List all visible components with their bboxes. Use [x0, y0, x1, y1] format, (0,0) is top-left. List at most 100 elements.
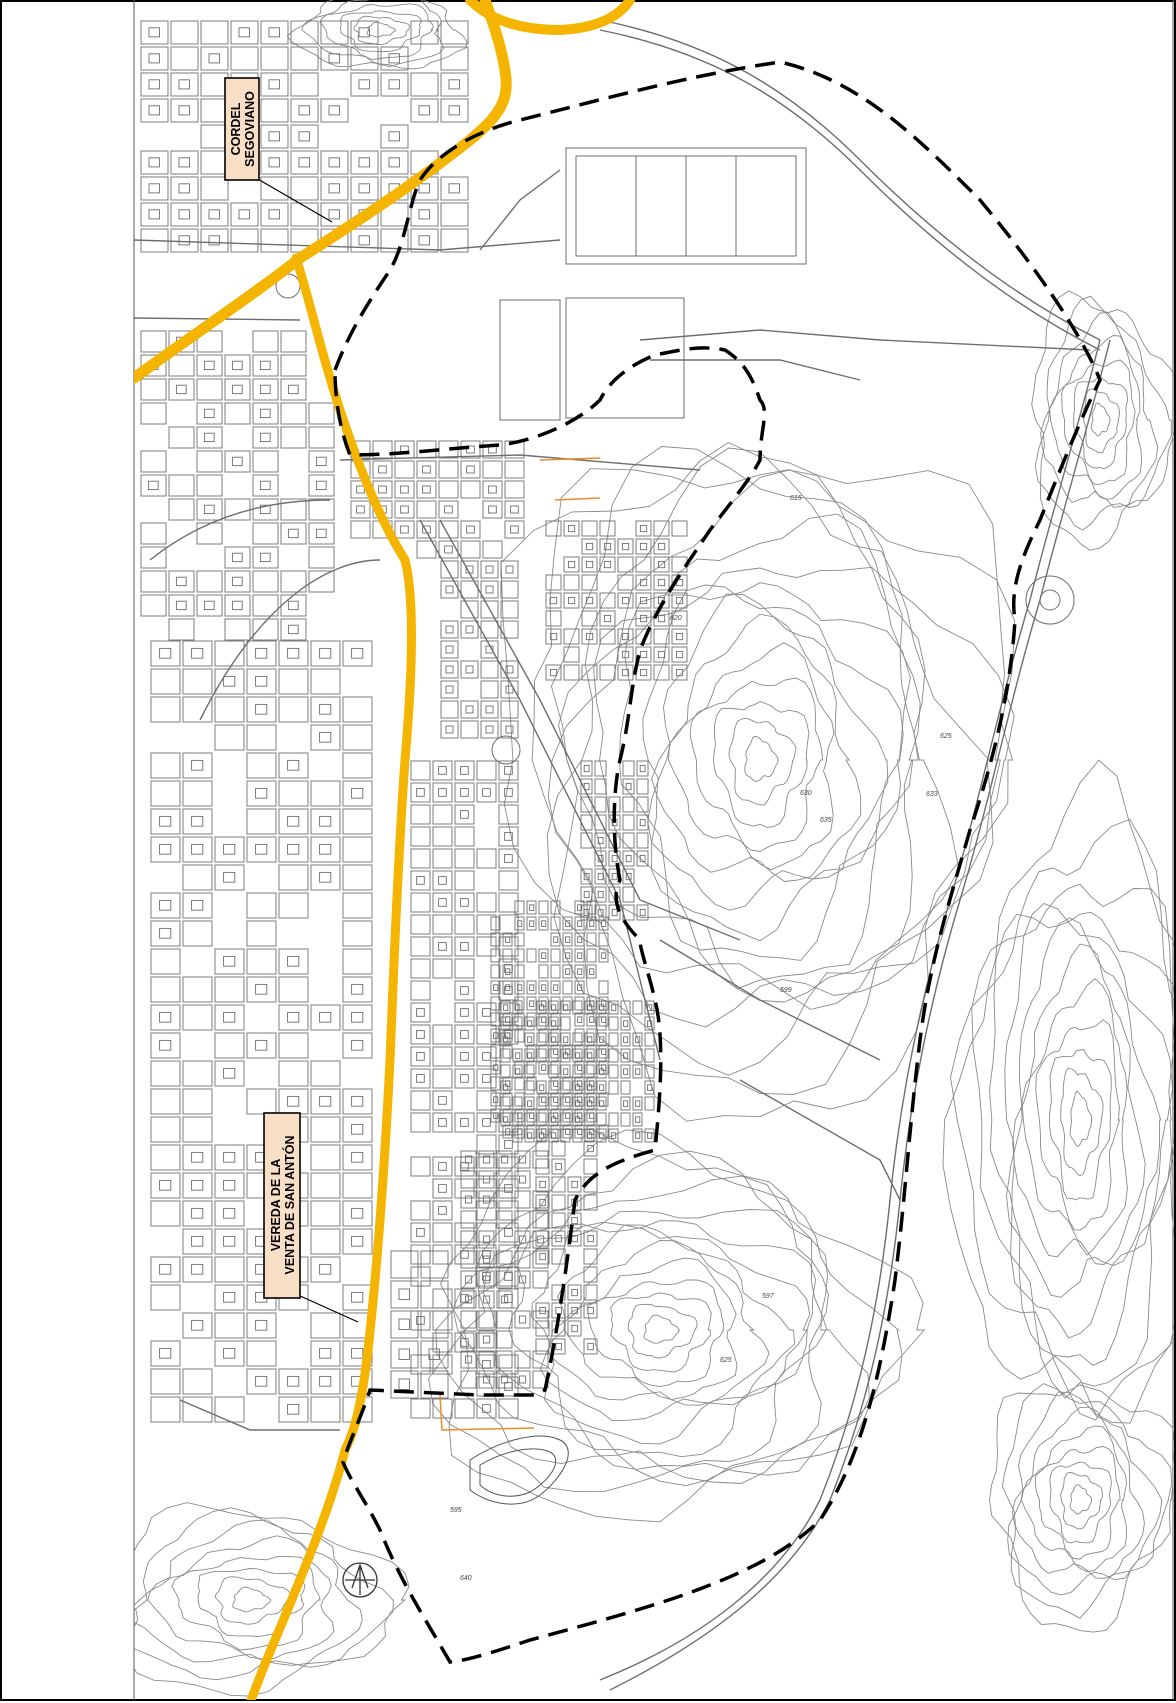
parcel: [502, 980, 513, 995]
parcel: [608, 1128, 619, 1143]
contour-line: [214, 1576, 291, 1625]
leader-line-cordel: [255, 177, 333, 223]
parcel: [496, 1150, 513, 1169]
building: [208, 53, 220, 64]
parcel: [168, 498, 195, 521]
parcel: [572, 1112, 583, 1127]
parcel: [252, 402, 279, 425]
parcel: [440, 720, 459, 739]
parcel: [214, 1340, 245, 1367]
parcel: [563, 628, 580, 645]
parcel: [280, 330, 307, 353]
parcel: [574, 948, 585, 963]
parcel: [551, 1194, 566, 1211]
parcel: [460, 1210, 477, 1229]
parcel: [182, 1144, 213, 1171]
parcel: [454, 1332, 475, 1353]
building: [575, 1100, 581, 1107]
building: [583, 782, 590, 791]
contour-line: [1060, 1067, 1104, 1177]
parcel: [498, 1266, 519, 1287]
parcel: [594, 814, 607, 831]
parcel: [496, 1270, 513, 1289]
building: [416, 1052, 425, 1061]
parcel: [572, 1096, 583, 1111]
parcel: [246, 1340, 277, 1367]
parcel: [478, 1270, 495, 1289]
building: [191, 1319, 204, 1331]
building: [599, 1036, 605, 1043]
contour-line: [1069, 1484, 1093, 1515]
building: [159, 1179, 172, 1191]
parcel: [476, 1222, 497, 1243]
parcel: [308, 474, 335, 497]
parcel: [150, 1256, 181, 1283]
parcel: [586, 1012, 597, 1027]
parcel: [563, 646, 580, 663]
building: [460, 810, 469, 819]
parcel: [432, 958, 453, 979]
parcel: [170, 72, 199, 97]
building: [287, 1403, 300, 1415]
parcel: [498, 760, 519, 781]
parcel: [480, 720, 499, 739]
parcel: [581, 664, 598, 681]
building: [621, 668, 630, 677]
building: [268, 157, 280, 168]
parcel: [596, 1064, 607, 1079]
parcel: [636, 796, 649, 813]
parcel: [290, 20, 319, 45]
parcel: [280, 402, 307, 425]
parcel: [196, 402, 223, 425]
building: [159, 1347, 172, 1359]
parcel: [454, 1178, 475, 1199]
building: [503, 1084, 509, 1091]
building: [551, 1036, 557, 1043]
parcel: [512, 1048, 523, 1063]
building: [191, 1263, 204, 1275]
building: [551, 1004, 557, 1011]
parcel: [653, 646, 670, 663]
parcel: [140, 46, 169, 71]
parcel: [150, 1368, 181, 1395]
parcel: [538, 1060, 549, 1075]
parcel: [278, 668, 309, 695]
parcel: [498, 1200, 519, 1221]
building: [621, 650, 630, 659]
building: [563, 1004, 569, 1011]
parcel: [432, 1398, 453, 1419]
parcel: [394, 480, 415, 499]
building: [482, 1052, 491, 1061]
parcel: [535, 1320, 550, 1337]
building: [639, 668, 648, 677]
parcel: [480, 700, 499, 719]
building: [464, 1195, 473, 1204]
parcel: [550, 1060, 561, 1075]
building: [464, 1295, 473, 1304]
parcel: [454, 1046, 475, 1067]
parcel: [260, 46, 289, 71]
building: [551, 1132, 557, 1139]
parcel: [182, 976, 213, 1003]
building: [587, 1052, 593, 1059]
building: [178, 157, 190, 168]
parcel: [560, 1048, 571, 1063]
parcel: [310, 1256, 341, 1283]
parcel: [440, 680, 459, 699]
parcel: [410, 1354, 431, 1375]
parcel: [548, 1128, 559, 1143]
building: [505, 725, 514, 734]
parcel: [260, 176, 289, 201]
parcel: [182, 1256, 213, 1283]
contour-line: [618, 582, 911, 961]
parcel: [214, 1228, 245, 1255]
building: [505, 665, 514, 674]
parcel: [342, 752, 373, 779]
parcel: [246, 696, 277, 723]
parcel: [498, 870, 519, 891]
parcel: [476, 1244, 497, 1265]
building: [319, 843, 332, 855]
contour-line: [610, 1292, 712, 1373]
parcel: [512, 1000, 523, 1015]
building: [178, 209, 190, 220]
